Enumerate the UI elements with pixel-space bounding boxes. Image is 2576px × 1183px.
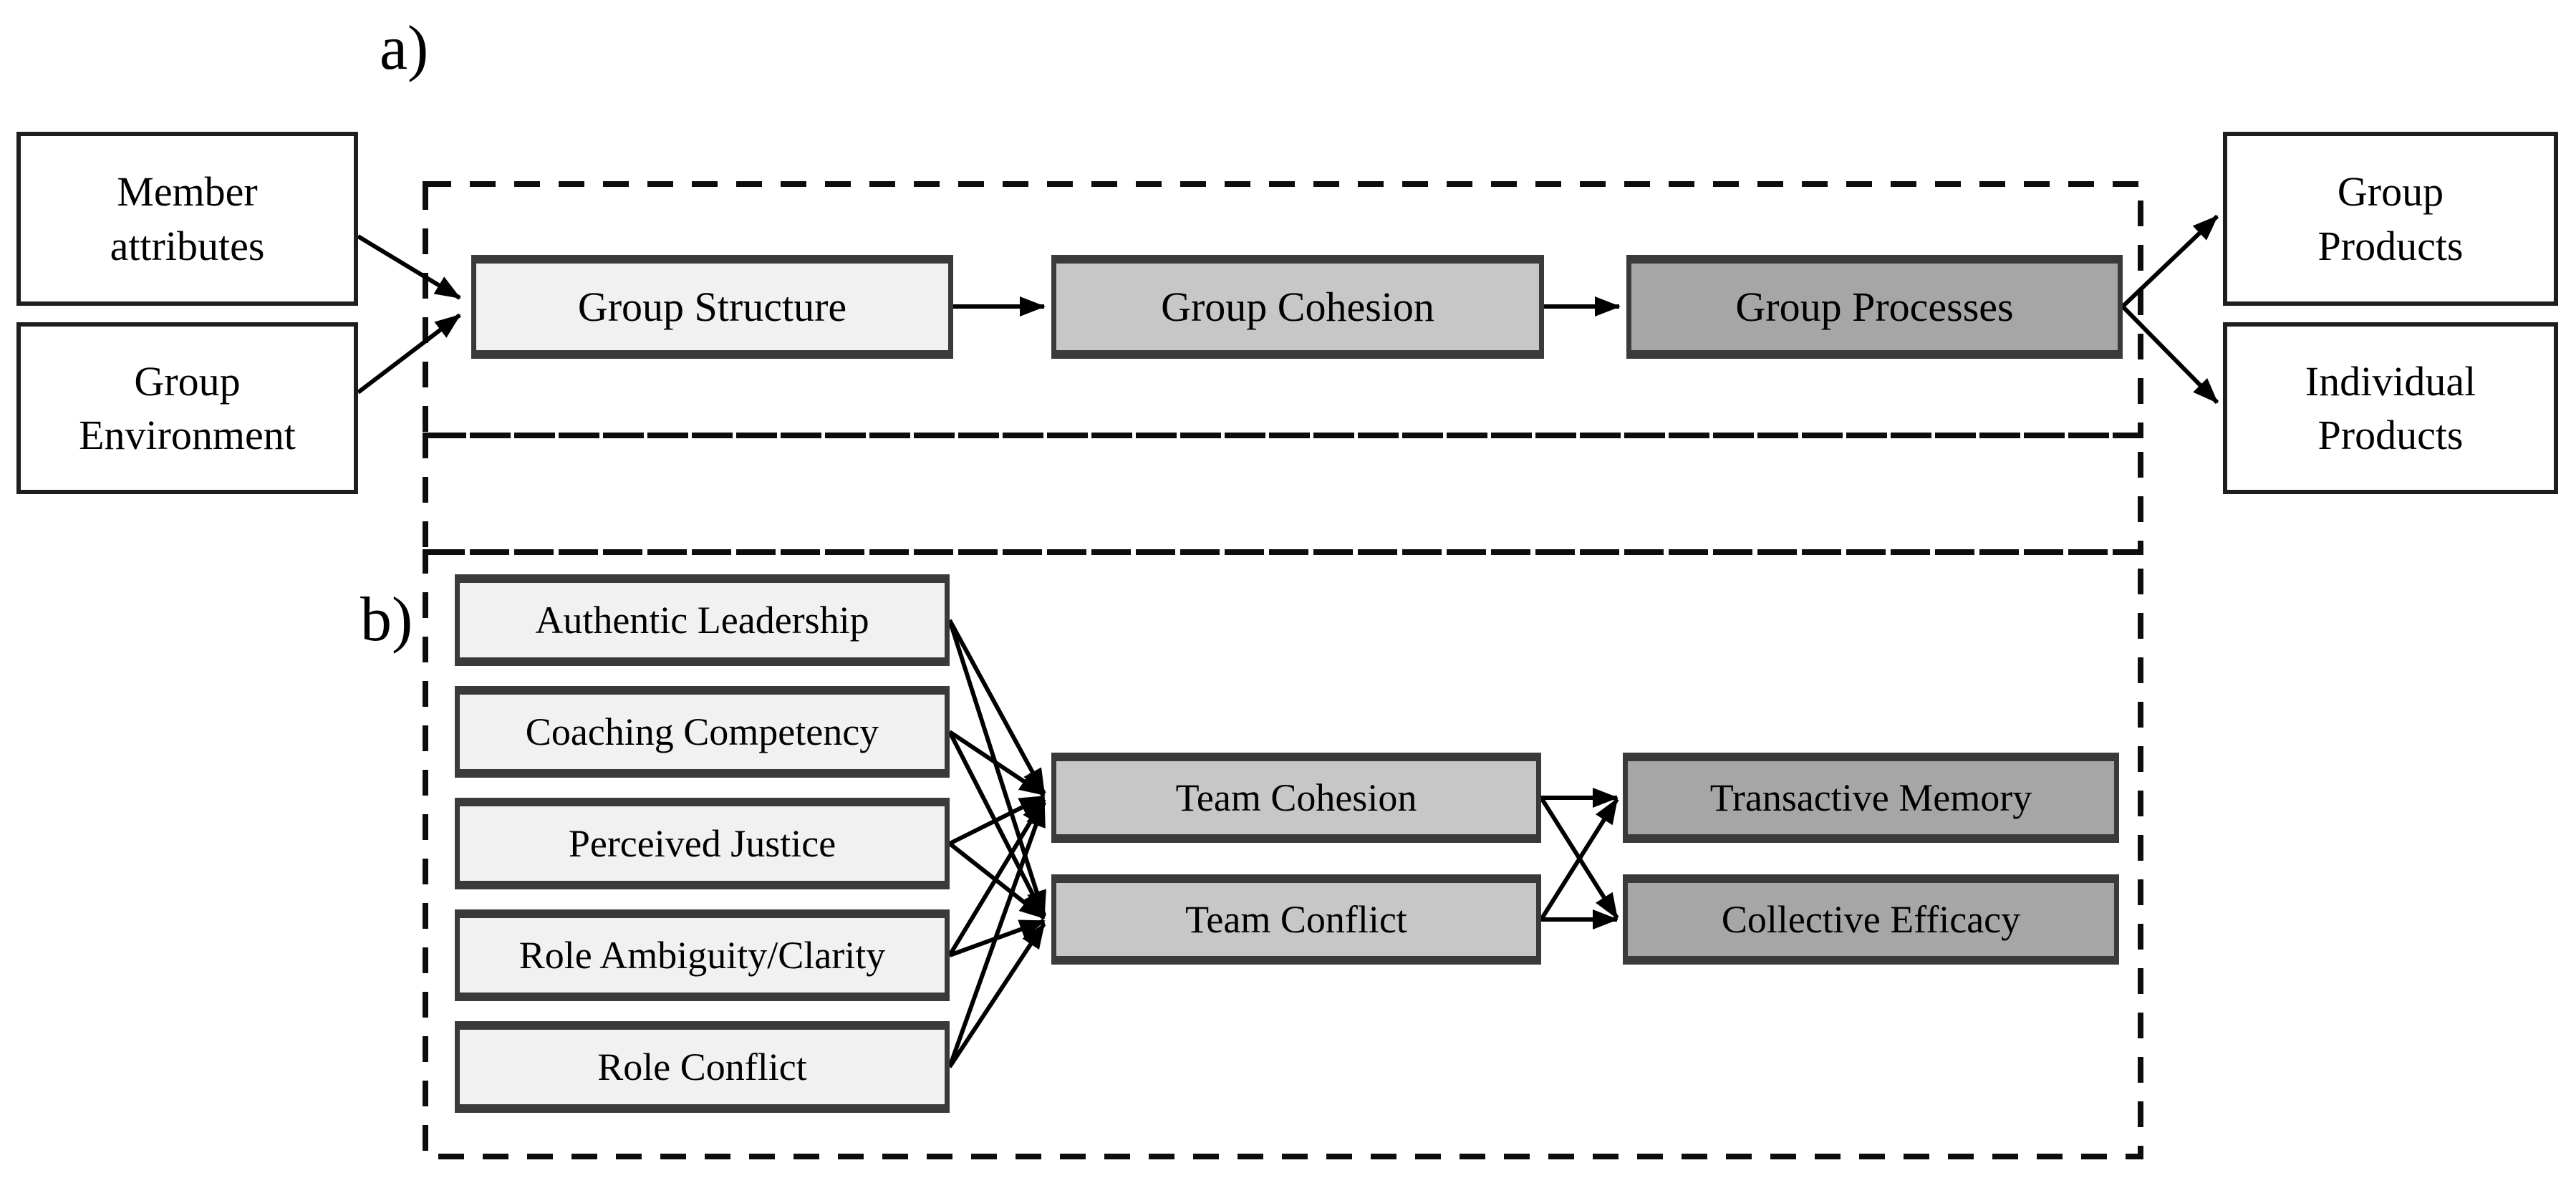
panel-a-arrows: [357, 214, 2219, 405]
node-collective-efficacy: Collective Efficacy: [1623, 874, 2119, 965]
node-group-structure: Group Structure: [471, 255, 953, 359]
node-team-cohesion: Team Cohesion: [1051, 753, 1541, 843]
node-group-cohesion: Group Cohesion: [1051, 255, 1544, 359]
dashed-region-middle: [423, 433, 2143, 555]
node-member-attributes-label: Member attributes: [110, 168, 265, 269]
edge-group-processes-to-group-products: [2121, 214, 2219, 309]
edge-role-conflict-to-team-conflict: [947, 922, 1046, 1068]
panel-a-label: a): [380, 14, 429, 83]
edge-coaching-competency-to-team-conflict: [947, 730, 1046, 918]
panel-b-outcome-arrows: [1539, 788, 1619, 930]
node-member-attributes: Member attributes: [16, 132, 358, 306]
node-role-ambiguity-clarity: Role Ambiguity/Clarity: [455, 909, 950, 1001]
node-group-products: Group Products: [2223, 132, 2558, 306]
node-role-ambiguity-clarity-label: Role Ambiguity/Clarity: [518, 934, 886, 977]
node-team-conflict-label: Team Conflict: [1185, 898, 1407, 941]
panel-b-label: b): [360, 585, 413, 655]
node-team-conflict: Team Conflict: [1051, 874, 1541, 965]
node-group-products-label: Group Products: [2317, 168, 2464, 269]
node-role-conflict-label: Role Conflict: [597, 1046, 807, 1088]
node-role-conflict: Role Conflict: [455, 1021, 950, 1113]
node-perceived-justice-label: Perceived Justice: [568, 822, 836, 865]
node-group-cohesion-label: Group Cohesion: [1161, 284, 1434, 330]
edge-authentic-leadership-to-team-conflict: [947, 619, 1046, 917]
node-authentic-leadership-label: Authentic Leadership: [535, 599, 869, 642]
dashed-region-top: [423, 181, 2143, 438]
edge-group-processes-to-individual-products: [2121, 304, 2219, 405]
node-authentic-leadership: Authentic Leadership: [455, 574, 950, 666]
node-group-structure-label: Group Structure: [577, 284, 847, 330]
node-transactive-memory: Transactive Memory: [1623, 753, 2119, 843]
node-group-processes: Group Processes: [1626, 255, 2123, 359]
edge-team-conflict-to-transactive-memory: [1539, 798, 1619, 921]
node-group-environment-label: Group Environment: [79, 357, 296, 458]
edge-group-environment-to-group-structure: [357, 313, 461, 395]
node-coaching-competency: Coaching Competency: [455, 686, 950, 778]
node-coaching-competency-label: Coaching Competency: [525, 710, 879, 753]
edge-member-attributes-to-group-structure: [357, 234, 461, 300]
node-transactive-memory-label: Transactive Memory: [1709, 776, 2032, 819]
node-individual-products: Individual Products: [2223, 322, 2558, 494]
panel-b-fan-arrows: [947, 619, 1046, 1068]
dashed-region-bottom: [423, 549, 2143, 1159]
edge-authentic-leadership-to-team-cohesion: [947, 619, 1046, 795]
node-group-processes-label: Group Processes: [1735, 284, 2014, 330]
edge-role-conflict-to-team-cohesion: [947, 801, 1046, 1068]
edge-coaching-competency-to-team-cohesion: [948, 730, 1046, 797]
node-perceived-justice: Perceived Justice: [455, 798, 950, 889]
node-individual-products-label: Individual Products: [2305, 357, 2476, 458]
node-collective-efficacy-label: Collective Efficacy: [1721, 898, 2021, 941]
node-team-cohesion-label: Team Cohesion: [1175, 776, 1417, 819]
node-group-environment: Group Environment: [16, 322, 358, 494]
